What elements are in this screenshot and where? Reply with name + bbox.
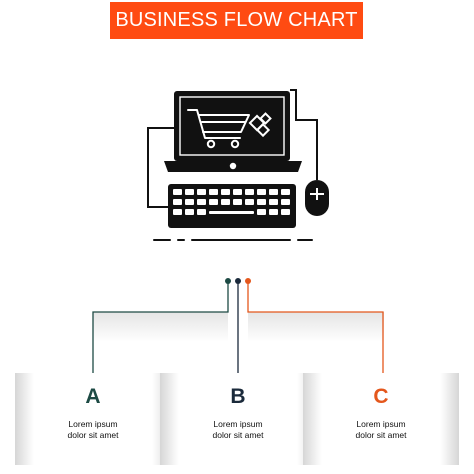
tag-icon (248, 112, 272, 138)
step-letter: B (230, 385, 246, 408)
keyboard-cable (147, 127, 175, 208)
node-dot-b (235, 278, 241, 284)
step-letter: C (373, 385, 389, 408)
page-title: BUSINESS FLOW CHART (115, 9, 358, 31)
flow-connectors (92, 278, 384, 378)
connector-a (92, 283, 229, 378)
step-description: Lorem ipsum dolor sit amet (67, 419, 119, 440)
step-description: Lorem ipsum dolor sit amet (355, 419, 407, 440)
node-dot-c (245, 278, 251, 284)
keyboard-keys (173, 189, 290, 215)
step-letter: A (85, 385, 101, 408)
shopping-cart-icon (187, 109, 250, 149)
step-card-c: C Lorem ipsum dolor sit amet (303, 373, 459, 465)
step-description: Lorem ipsum dolor sit amet (212, 419, 264, 440)
connector-c (247, 283, 384, 378)
laptop-power-dot (229, 162, 237, 170)
title-banner: BUSINESS FLOW CHART (110, 2, 363, 39)
laptop-shopping-cart-icon (147, 89, 329, 241)
step-card-b: B Lorem ipsum dolor sit amet (160, 373, 316, 465)
step-card-a: A Lorem ipsum dolor sit amet (15, 373, 171, 465)
mouse-cable (290, 89, 318, 180)
node-dot-a (225, 278, 231, 284)
